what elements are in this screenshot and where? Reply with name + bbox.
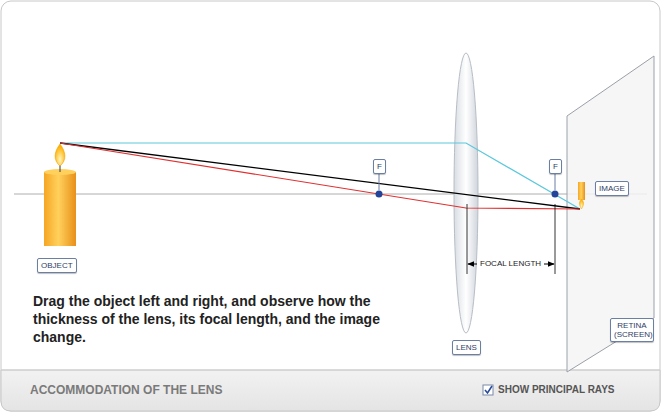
- tag-label: LENS: [452, 340, 481, 355]
- dimension-tick: [555, 204, 556, 274]
- candle-flame: [55, 144, 65, 166]
- bottom-bar: [1, 370, 660, 411]
- candle-body: [44, 172, 76, 246]
- tag-label: F: [373, 159, 386, 174]
- tag-text: OBJECT: [41, 261, 73, 270]
- checkbox: [483, 385, 493, 395]
- tag-label: RETINA (SCREEN): [610, 318, 654, 342]
- central-ray: [60, 143, 580, 209]
- focal-point: [552, 191, 559, 198]
- tag-text: RETINA (SCREEN): [614, 321, 650, 339]
- image-candle: [578, 182, 585, 200]
- image-flame: [579, 199, 583, 209]
- tag-text: IMAGE: [599, 184, 625, 193]
- dimension-label: FOCAL LENGTH: [477, 259, 544, 269]
- tag-text: F: [553, 162, 558, 171]
- tag-text: LENS: [456, 343, 477, 352]
- focus-stem: [379, 174, 380, 190]
- focus-stem: [555, 174, 556, 190]
- checkbox-tick: [485, 386, 492, 393]
- retina-screen: [567, 56, 654, 372]
- focal-point: [376, 191, 383, 198]
- tag-label: F: [549, 159, 562, 174]
- tag-label: IMAGE: [595, 181, 629, 196]
- instruction-text: Drag the object left and right, and obse…: [33, 292, 418, 346]
- tag-text: F: [377, 162, 382, 171]
- checkbox-label: SHOW PRINCIPAL RAYS: [498, 384, 615, 396]
- tag-label: OBJECT: [37, 258, 77, 273]
- focal-ray: [60, 143, 580, 209]
- bar-divider: [1, 370, 660, 371]
- dimension-tick: [467, 204, 468, 274]
- panel-title: ACCOMMODATION OF THE LENS: [30, 383, 222, 397]
- parallel-ray: [60, 143, 580, 209]
